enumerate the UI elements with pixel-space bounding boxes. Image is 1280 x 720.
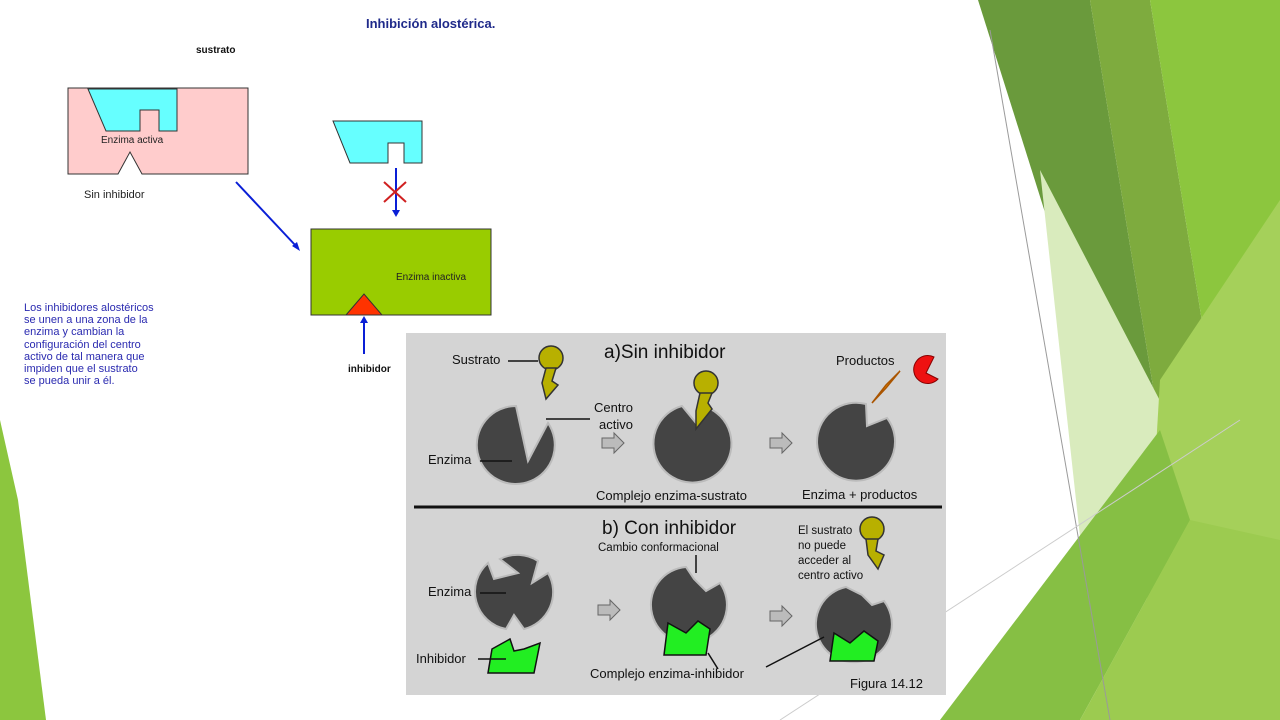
figure-caption: Figura 14.12 <box>850 676 923 691</box>
free-substrate-shape <box>332 120 423 164</box>
inhibitor-b1 <box>487 637 542 674</box>
cannot-access-line-3: acceder al <box>798 555 852 567</box>
complex-label: Complejo enzima-sustrato <box>596 488 748 503</box>
inhibitor-b2 <box>663 620 711 656</box>
enzyme-a3 <box>816 401 897 482</box>
inhibitor-arrow-head <box>360 316 368 323</box>
section-a-title: a)Sin inhibidor <box>604 342 726 363</box>
substrate-b-head <box>859 516 885 542</box>
products-label: Productos <box>836 353 895 368</box>
arrow-a2 <box>769 431 793 455</box>
substrate-a1-head <box>538 345 564 371</box>
no-inhibitor-label: Sin inhibidor <box>84 189 145 201</box>
arrow-b2 <box>769 604 793 628</box>
enzyme-inhibition-figure: a)Sin inhibidor Sustrato Centro activo E… <box>406 333 946 695</box>
cannot-access-line-1: El sustrato <box>798 525 853 537</box>
product-pacman <box>913 355 939 384</box>
deco-shape-left <box>0 420 46 720</box>
inhibitor-b3 <box>829 630 879 662</box>
enzyme-products-label: Enzima + productos <box>802 487 918 502</box>
inhibitor-label: inhibidor <box>348 364 391 375</box>
substrate-fig-label: Sustrato <box>452 352 501 367</box>
enzyme-a2 <box>652 404 733 484</box>
cannot-access-line-4: centro activo <box>798 570 864 582</box>
page-title: Inhibición alostérica. <box>366 16 496 31</box>
substrate-a2-head <box>693 370 719 396</box>
substrate-label: sustrato <box>196 45 236 56</box>
inhibitor-shape <box>344 293 384 316</box>
arrow-a1 <box>601 431 625 455</box>
transition-arrow-head <box>292 242 300 251</box>
figure-graphics <box>414 345 942 674</box>
cannot-access-line-2: no puede <box>798 540 846 552</box>
leader-complex-b <box>707 652 719 670</box>
enzyme-fig-label-b: Enzima <box>428 584 472 599</box>
description-text: Los inhibidores alostéricos se unen a un… <box>24 302 154 388</box>
enzyme-a1 <box>475 404 556 485</box>
transition-arrow-line <box>235 181 297 247</box>
allosteric-inhibition-diagram <box>67 87 492 354</box>
deco-shape-lower <box>940 430 1190 720</box>
substrate-b-tail <box>865 538 885 571</box>
inactive-enzyme-shape <box>310 228 492 316</box>
inhibitor-complex-label: Complejo enzima-inhibidor <box>590 666 744 681</box>
active-enzyme-label: Enzima activa <box>101 135 164 146</box>
substrate-bound-shape <box>87 88 178 132</box>
section-b-title: b) Con inhibidor <box>602 518 737 539</box>
product-diamond <box>871 370 901 404</box>
conformational-change-label: Cambio conformacional <box>598 542 719 554</box>
deco-line-1 <box>989 29 1111 720</box>
inhibitor-fig-label: Inhibidor <box>416 651 466 666</box>
leader-complex-b2 <box>765 636 825 668</box>
enzyme-b1 <box>474 553 555 631</box>
active-site-label-2: activo <box>599 417 633 432</box>
substrate-a1-tail <box>541 367 560 401</box>
blocked-arrow-head <box>392 210 400 217</box>
arrow-b1 <box>597 598 621 622</box>
inactive-enzyme-label: Enzima inactiva <box>396 272 467 283</box>
enzyme-fig-label-a: Enzima <box>428 452 472 467</box>
active-site-label-1: Centro <box>594 400 634 415</box>
deco-shape-lower-light <box>1080 520 1280 720</box>
substrate-a2-tail <box>695 392 714 432</box>
block-x-mark-2 <box>383 181 407 203</box>
